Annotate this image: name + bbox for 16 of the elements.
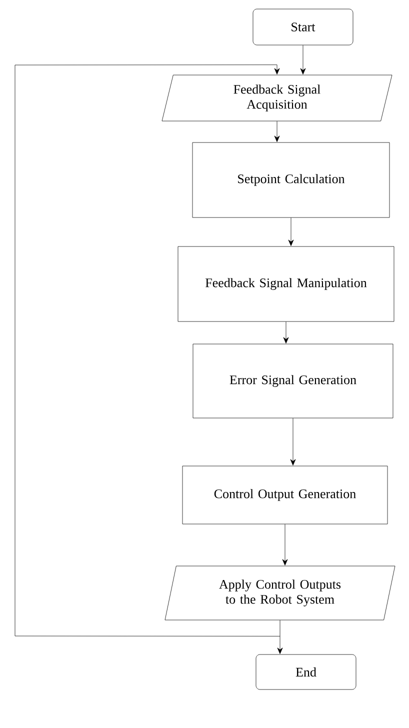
terminal-box: End xyxy=(256,654,356,690)
arrow xyxy=(300,45,306,74)
terminal-box: Start xyxy=(252,8,354,46)
process-box: Setpoint Calculation xyxy=(192,142,390,218)
arrow xyxy=(14,64,280,636)
process-box: Feedback Signal Manipulation xyxy=(178,246,394,322)
arrow xyxy=(290,418,296,466)
arrow xyxy=(283,322,289,344)
arrow xyxy=(274,121,280,142)
arrow xyxy=(288,218,294,246)
arrow xyxy=(277,620,283,654)
process-box: Error Signal Generation xyxy=(192,344,394,418)
arrow xyxy=(282,524,288,566)
process-box: Control Output Generation xyxy=(182,466,388,524)
io-parallelogram: Feedback Signal Acquisition xyxy=(162,74,392,122)
io-parallelogram: Apply Control Outputs to the Robot System xyxy=(164,566,396,620)
